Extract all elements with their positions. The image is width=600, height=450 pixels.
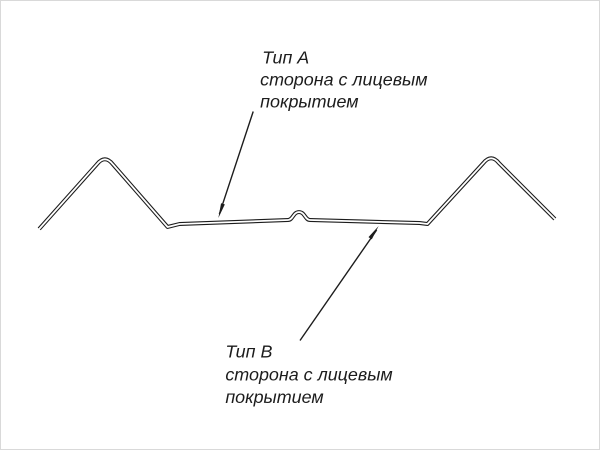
leader-line-type-b [299, 229, 378, 341]
label-type-b-title: Тип B [225, 341, 272, 361]
label-type-a-title: Тип A [262, 48, 309, 68]
arrowhead-type-b [368, 225, 379, 240]
label-type-b-desc-line2: покрытием [225, 387, 323, 407]
label-type-b-desc-line1: сторона с лицевым [225, 364, 392, 384]
label-type-a-desc-line2: покрытием [260, 92, 358, 112]
arrowhead-type-a [218, 203, 225, 219]
leader-line-type-a [218, 111, 254, 215]
label-type-a-desc-line1: сторона с лицевым [260, 70, 427, 90]
profile-cross-section-core [38, 157, 556, 230]
